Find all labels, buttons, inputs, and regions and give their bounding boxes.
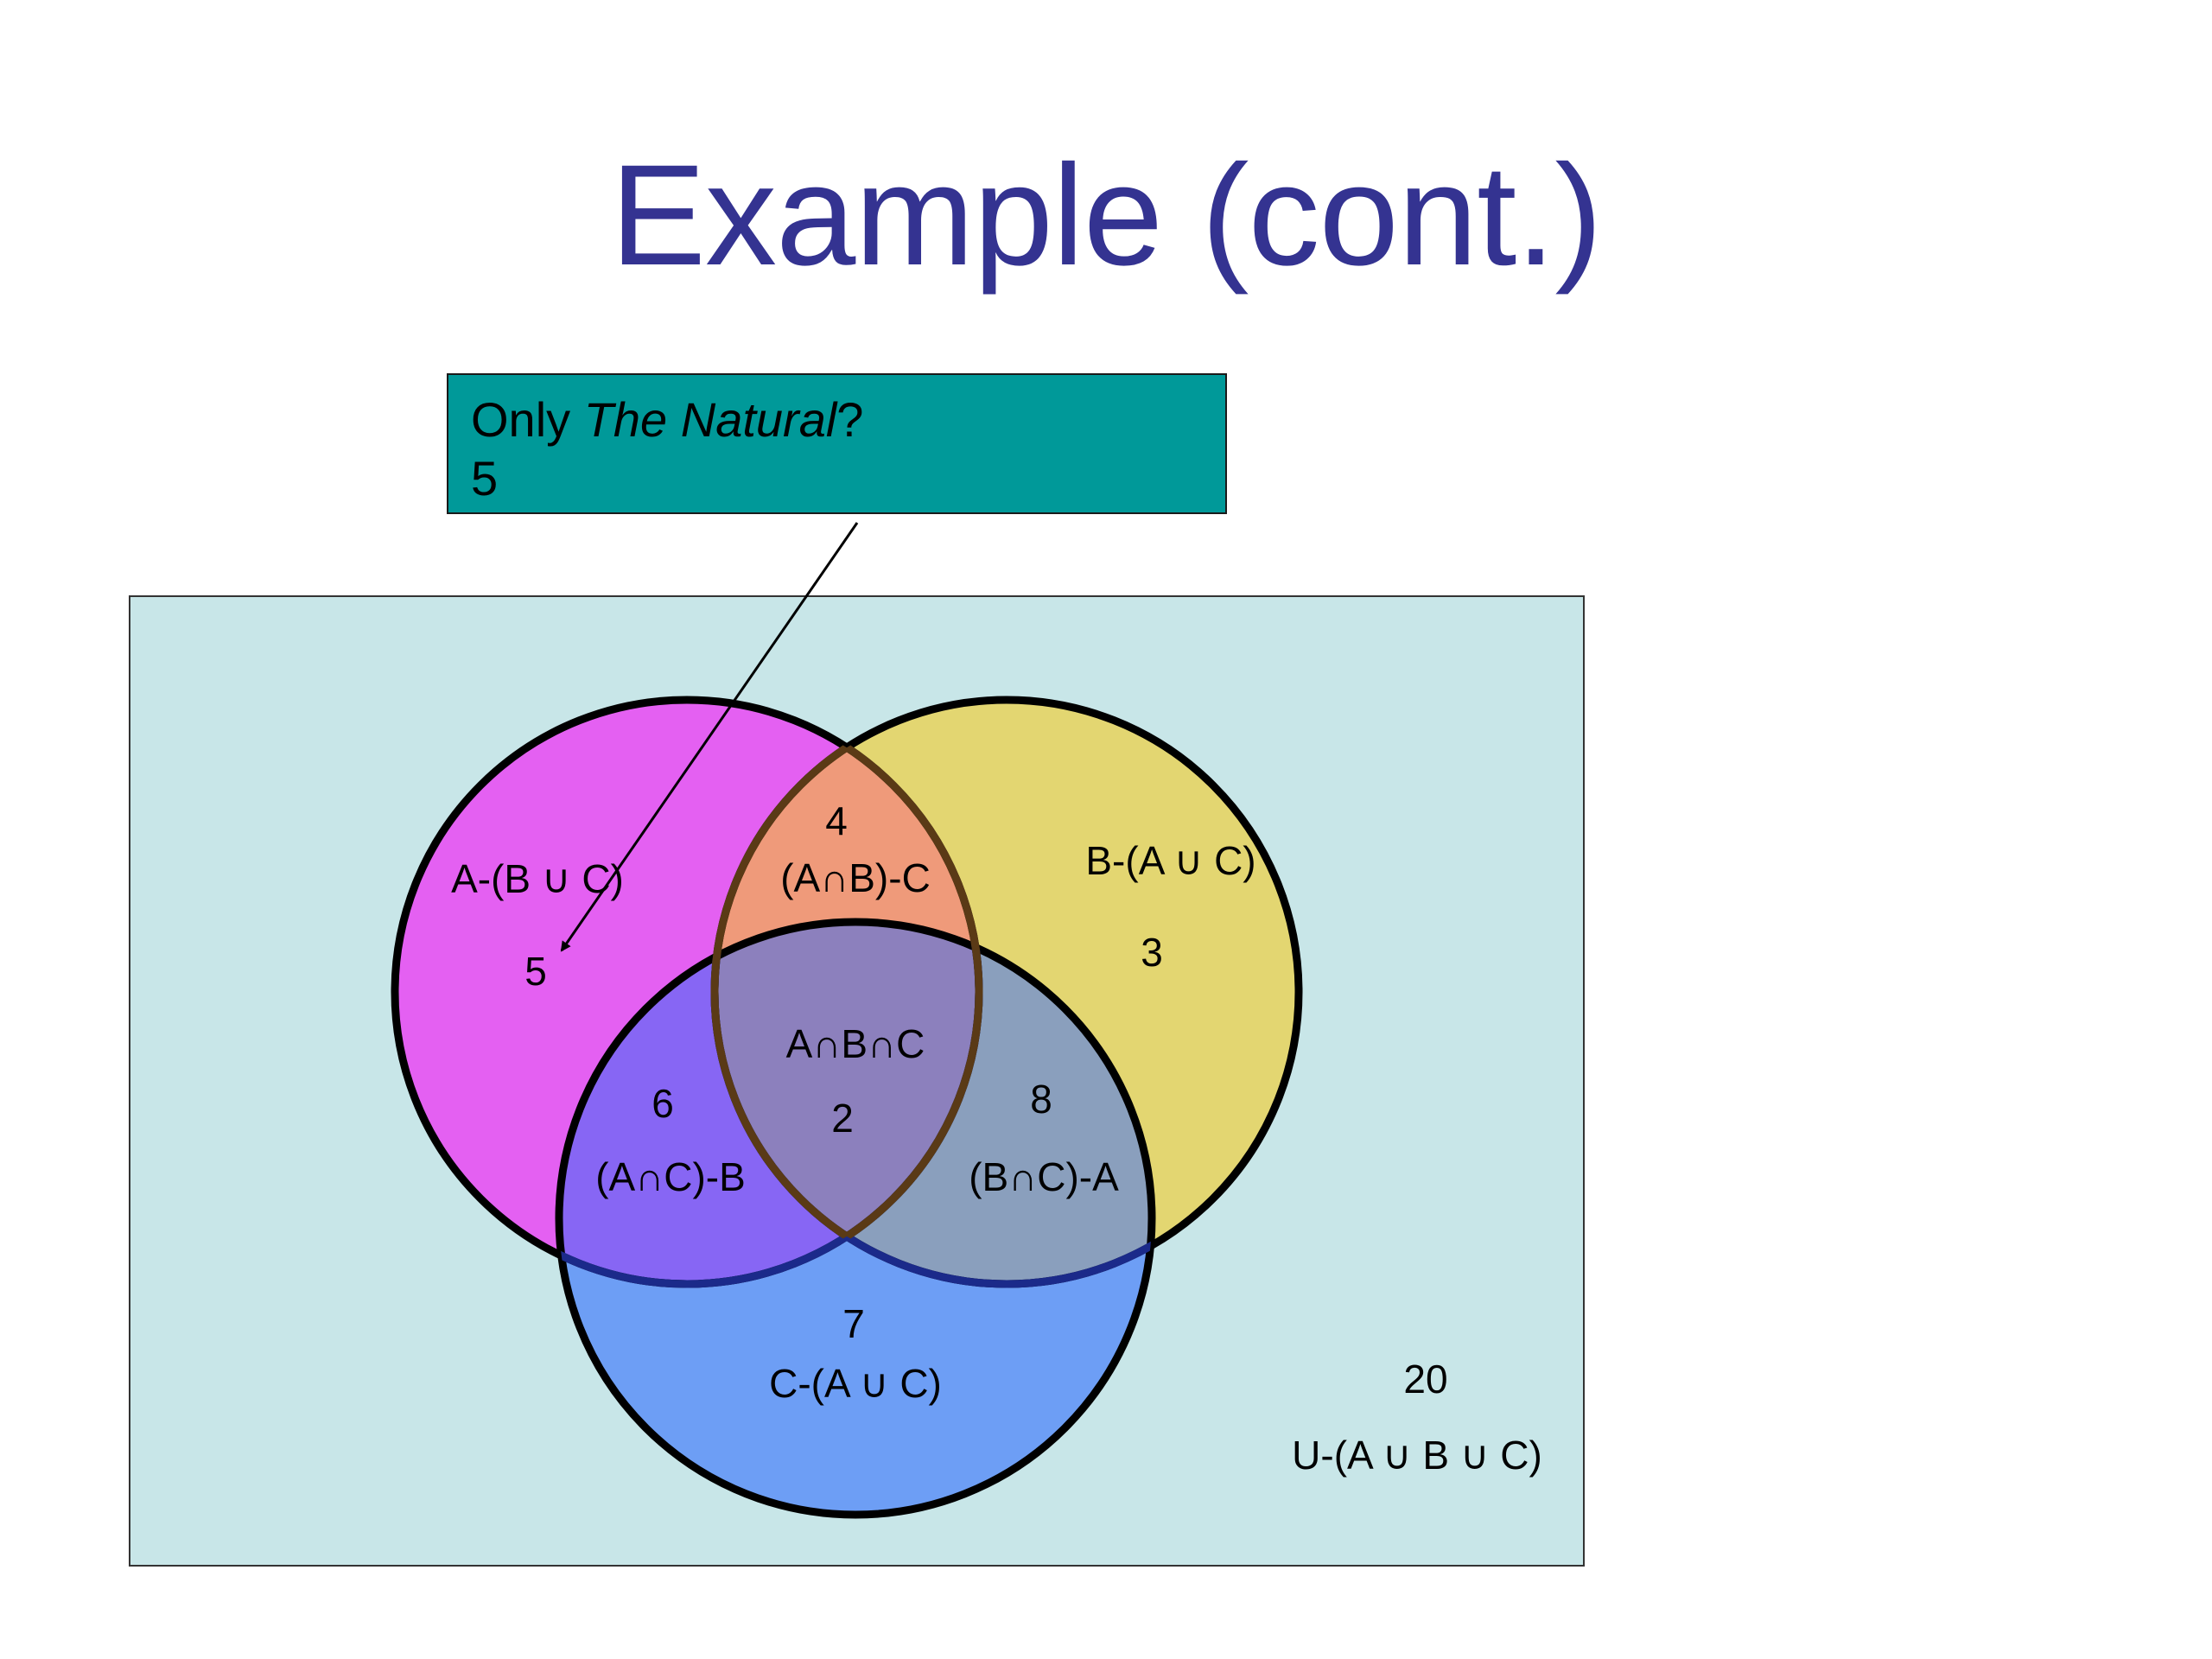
label-ab: (A∩B)-C bbox=[780, 855, 931, 900]
value-ac: 6 bbox=[652, 1081, 674, 1126]
region-abc-fill bbox=[715, 922, 979, 1284]
circle-b-a-inner-outline bbox=[710, 700, 979, 1284]
value-outside: 20 bbox=[1403, 1357, 1447, 1402]
label-outside: U-(A ∪ B ∪ C) bbox=[1292, 1433, 1542, 1478]
value-ab: 4 bbox=[825, 798, 848, 843]
callout-arrow bbox=[560, 522, 859, 952]
label-a-only: A-(B ∪ C) bbox=[451, 856, 624, 901]
callout-box: Only The Natural? 5 bbox=[447, 373, 1227, 514]
value-bc: 8 bbox=[1030, 1077, 1052, 1122]
callout-suffix: ? bbox=[836, 392, 864, 447]
label-ac: (A∩C)-B bbox=[595, 1154, 746, 1199]
callout-answer: 5 bbox=[471, 451, 499, 505]
value-b-only: 3 bbox=[1141, 930, 1163, 975]
label-b-only: B-(A ∪ C) bbox=[1085, 838, 1255, 883]
label-bc: (B∩C)-A bbox=[969, 1154, 1119, 1199]
callout-italic-title: The Natural bbox=[583, 392, 837, 447]
callout-prefix: Only bbox=[471, 392, 584, 447]
callout-question: Only The Natural? bbox=[471, 391, 1203, 449]
value-abc: 2 bbox=[831, 1096, 854, 1141]
value-c-only: 7 bbox=[842, 1301, 865, 1346]
circle-a-b-inner-outline bbox=[715, 700, 983, 1284]
label-c-only: C-(A ∪ C) bbox=[769, 1361, 942, 1406]
slide-title: Example (cont.) bbox=[610, 136, 1602, 296]
circle-c-outline bbox=[555, 918, 1156, 1519]
value-a-only: 5 bbox=[524, 949, 547, 994]
label-abc: A∩B∩C bbox=[786, 1021, 925, 1066]
